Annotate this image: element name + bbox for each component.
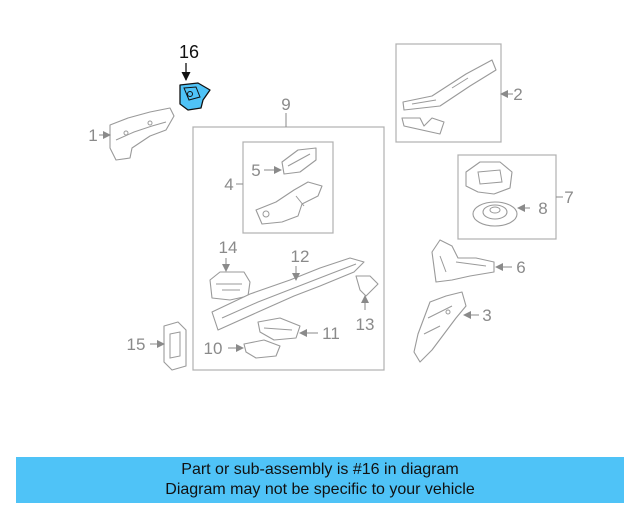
banner-line-1: Part or sub-assembly is #16 in diagram — [181, 461, 459, 478]
part-4-bracket[interactable] — [255, 181, 323, 225]
part-6[interactable]: 6 — [431, 239, 526, 283]
part-3[interactable]: 3 — [413, 291, 492, 363]
part-7-housing[interactable] — [465, 161, 513, 195]
group-box-4 — [242, 141, 334, 234]
part-13[interactable]: 13 — [355, 275, 379, 334]
banner-line-2: Diagram may not be specific to your vehi… — [165, 481, 475, 498]
part-1[interactable]: 1 — [88, 107, 175, 161]
part-5[interactable]: 5 — [251, 147, 317, 180]
part-16-highlighted[interactable]: 16 — [179, 42, 211, 111]
parts-diagram: 16 1 2 9 4 5 14 — [88, 42, 574, 371]
callout-16: 16 — [179, 42, 199, 62]
part-8[interactable]: 8 — [472, 199, 548, 227]
callout-8: 8 — [538, 199, 547, 218]
part-12[interactable]: 12 — [211, 247, 365, 331]
callout-3: 3 — [482, 306, 491, 325]
part-11[interactable]: 11 — [257, 317, 340, 343]
part-14[interactable]: 14 — [209, 238, 251, 301]
callout-10: 10 — [204, 339, 223, 358]
info-banner: Part or sub-assembly is #16 in diagram D… — [16, 457, 624, 503]
callout-13: 13 — [356, 315, 375, 334]
callout-1: 1 — [88, 126, 97, 145]
callout-6: 6 — [516, 258, 525, 277]
part-2[interactable]: 2 — [401, 59, 523, 135]
callout-5: 5 — [251, 161, 260, 180]
callout-14: 14 — [219, 238, 238, 257]
callout-12: 12 — [291, 247, 310, 266]
part-10[interactable]: 10 — [204, 339, 281, 359]
callout-4: 4 — [224, 175, 233, 194]
group-box-9 — [192, 126, 385, 371]
callout-2: 2 — [513, 85, 522, 104]
callout-15: 15 — [127, 335, 146, 354]
callout-7: 7 — [564, 188, 573, 207]
part-15[interactable]: 15 — [127, 321, 187, 371]
callout-11: 11 — [322, 324, 340, 343]
callout-9: 9 — [281, 95, 290, 114]
